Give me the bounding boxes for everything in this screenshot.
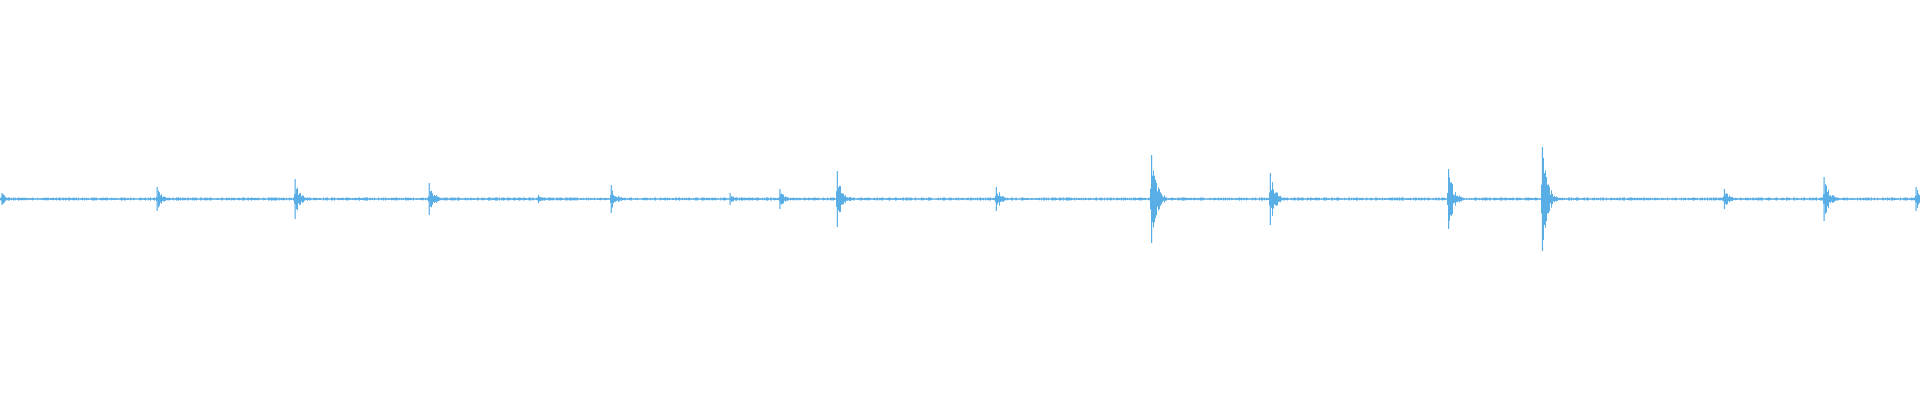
waveform-samples [0,157,1920,241]
waveform-path [0,157,1920,241]
